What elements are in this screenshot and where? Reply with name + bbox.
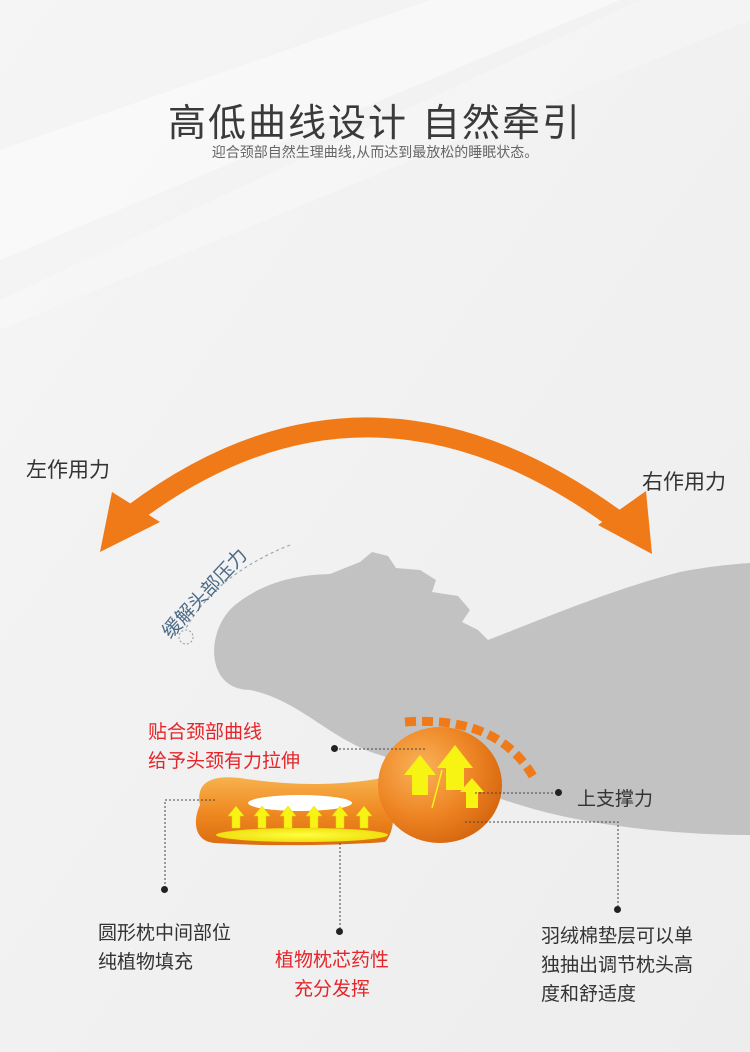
pillow-yellow-core: [216, 828, 388, 842]
up-arrow: [227, 805, 245, 829]
leader-dot: [331, 745, 338, 752]
base-up-arrows: [227, 805, 373, 829]
herbal-core-label: 植物枕芯药性 充分发挥: [275, 946, 389, 1004]
upper-support-label: 上支撑力: [577, 788, 654, 810]
bolster-crack: [431, 769, 443, 809]
up-arrow: [279, 805, 297, 829]
round-pillow-label: 圆形枕中间部位 纯植物填充: [98, 919, 231, 977]
down-layer-line3: 度和舒适度: [541, 983, 637, 1005]
herbal-line2: 充分发挥: [294, 978, 371, 1000]
up-arrow: [460, 778, 484, 808]
right-force-label: 右作用力: [642, 470, 726, 494]
down-layer-label: 羽绒棉垫层可以单 独抽出调节枕头高 度和舒适度: [541, 922, 693, 1009]
background-streak: [0, 0, 750, 330]
up-arrow: [437, 745, 473, 790]
pressure-dashed-circle: [178, 629, 194, 645]
left-arrowhead: [100, 492, 160, 552]
up-arrow: [305, 805, 323, 829]
force-arc: [115, 417, 640, 540]
up-arrow: [331, 805, 349, 829]
up-arrow: [404, 755, 436, 795]
leader-dot: [161, 886, 168, 893]
neck-fit-label: 贴合颈部曲线 给予头颈有力拉伸: [148, 718, 300, 776]
support-dashed-arc: [404, 716, 539, 783]
page-subtitle: 迎合颈部自然生理曲线,从而达到最放松的睡眠状态。: [211, 145, 539, 161]
down-layer-line2: 独抽出调节枕头高: [541, 954, 694, 976]
background-streak: [0, 0, 620, 260]
down-layer-line1: 羽绒棉垫层可以单: [541, 925, 694, 947]
leader-dot: [336, 928, 343, 935]
herbal-line1: 植物枕芯药性: [275, 949, 390, 971]
round-bolster: [378, 727, 502, 843]
leader-lines: [164, 748, 619, 932]
neck-fit-line1: 贴合颈部曲线: [148, 721, 263, 743]
left-force-label: 左作用力: [26, 458, 110, 482]
leader-dot: [555, 789, 562, 796]
pressure-dashed-arc: [184, 544, 291, 631]
round-pillow-line2: 纯植物填充: [98, 951, 194, 973]
neck-fit-line2: 给予头颈有力拉伸: [148, 750, 301, 772]
page-title: 高低曲线设计 自然牵引: [167, 101, 583, 145]
round-pillow-line1: 圆形枕中间部位: [98, 922, 232, 944]
leader-round-pillow: [164, 799, 215, 890]
bolster-up-arrows: [404, 745, 484, 808]
right-arrowhead: [598, 491, 652, 554]
up-arrow: [253, 805, 271, 829]
head-silhouette: [214, 552, 750, 835]
up-arrow: [355, 805, 373, 829]
leader-down-layer: [465, 821, 619, 910]
leader-dot: [614, 906, 621, 913]
pillow-white-hollow: [248, 795, 352, 811]
